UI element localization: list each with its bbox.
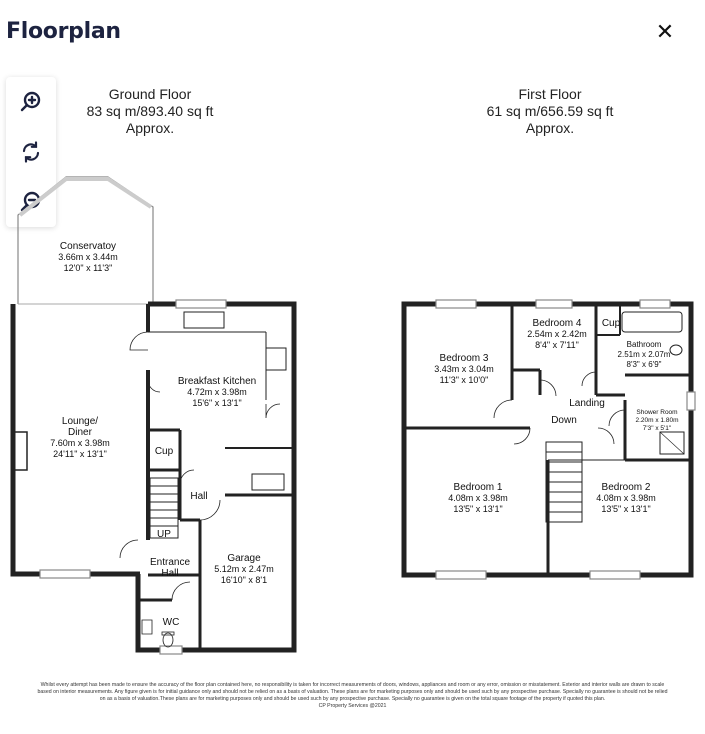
room-name: Bedroom 2 [601,482,651,493]
room-metric: 2.54m x 2.42m [527,329,587,339]
ground-floor-area: 83 sq m/893.40 sq ft [86,103,214,119]
room-imperial: 7'3" x 5'1" [642,425,672,432]
room-imperial: 11'3" x 10'0" [439,375,489,385]
room-lounge-diner: Lounge/ Diner 7.60m x 3.98m 24'11" x 13'… [45,416,115,460]
room-name: Landing [569,398,605,409]
room-name: WC [162,617,180,628]
room-name: UP [157,529,171,540]
room-name: Conservatoy [59,241,117,252]
ground-floor-approx: Approx. [125,120,175,136]
room-name: Bedroom 1 [453,482,503,493]
room-bedroom-4: Bedroom 4 2.54m x 2.42m 8'4" x 7'11" [522,318,592,351]
room-entrance-hall: Entrance Hall [146,557,194,579]
room-bathroom: Bathroom 2.51m x 2.07m 8'3" x 6'9" [614,340,674,370]
room-garage: Garage 5.12m x 2.47m 16'10" x 8'1 [206,553,282,586]
room-imperial: 15'6" x 13'1" [192,398,242,408]
room-shower-room: Shower Room 2.20m x 1.80m 7'3" x 5'1" [628,409,686,433]
room-imperial: 13'5" x 13'1" [453,504,503,514]
room-cup: Cup [152,446,176,457]
room-imperial: 8'4" x 7'11" [535,340,579,350]
disclaimer-text: Whilst every attempt has been made to en… [4,682,701,710]
disclaimer-line: based on interior measurements. Any figu… [37,689,668,695]
first-floor-name: First Floor [518,86,582,102]
room-bedroom-3: Bedroom 3 3.43m x 3.04m 11'3" x 10'0" [426,353,502,386]
room-name: Bedroom 3 [439,353,489,364]
room-name: Down [551,415,577,426]
room-metric: 7.60m x 3.98m [50,438,110,448]
room-imperial: 16'10" x 8'1 [220,575,268,585]
room-name: Hall [190,491,208,502]
room-name: Breakfast Kitchen [177,376,257,387]
room-wc: WC [158,617,184,628]
rotate-icon[interactable] [6,127,56,177]
first-floor-heading: First Floor 61 sq m/656.59 sq ft Approx. [470,86,630,137]
copyright: CP Property Services @2021 [318,703,387,709]
room-metric: 4.08m x 3.98m [448,493,508,503]
modal-title: Floorplan [6,19,121,44]
room-breakfast-kitchen: Breakfast Kitchen 4.72m x 3.98m 15'6" x … [172,376,262,409]
room-first-cup: Cup [598,318,624,329]
room-name: Lounge/ [61,416,99,427]
first-floor-area: 61 sq m/656.59 sq ft [486,103,614,119]
room-imperial: 24'11" x 13'1" [53,449,107,459]
room-imperial: 12'0" x 11'3" [63,263,113,273]
room-metric: 3.66m x 3.44m [58,252,118,262]
room-name: Bathroom [626,340,662,349]
room-name-2: Hall [161,568,179,579]
room-conservatory: Conservatoy 3.66m x 3.44m 12'0" x 11'3" [58,241,118,274]
room-metric: 5.12m x 2.47m [214,564,274,574]
room-name: Shower Room [636,409,678,416]
room-name: Garage [227,553,261,564]
first-floor-approx: Approx. [525,120,575,136]
zoom-toolbar [6,77,56,227]
room-imperial: 13'5" x 13'1" [601,504,651,514]
room-name: Entrance [149,557,191,568]
ground-floor-name: Ground Floor [108,86,192,102]
disclaimer-line: on as a basis of valuation.These plans a… [99,696,606,702]
room-metric: 4.08m x 3.98m [596,493,656,503]
room-hall: Hall [186,491,212,502]
room-bedroom-2: Bedroom 2 4.08m x 3.98m 13'5" x 13'1" [586,482,666,515]
ground-floor-heading: Ground Floor 83 sq m/893.40 sq ft Approx… [70,86,230,137]
room-landing: Landing [560,398,614,409]
room-metric: 4.72m x 3.98m [187,387,247,397]
close-icon[interactable]: ✕ [655,20,675,45]
stairs-up-label: UP [152,529,176,540]
room-name-2: Diner [68,427,92,438]
room-metric: 2.51m x 2.07m [617,350,671,359]
room-metric: 3.43m x 3.04m [434,364,494,374]
ground-floor-plan [10,176,297,655]
zoom-in-icon[interactable] [6,77,56,127]
room-bedroom-1: Bedroom 1 4.08m x 3.98m 13'5" x 13'1" [440,482,516,515]
room-name: Bedroom 4 [532,318,582,329]
disclaimer-line: Whilst every attempt has been made to en… [40,682,665,688]
first-floor-plan [401,299,696,580]
stairs-down-label: Down [545,415,583,426]
room-name: Cup [601,318,621,329]
room-metric: 2.20m x 1.80m [635,417,679,424]
room-name: Cup [154,446,174,457]
room-imperial: 8'3" x 6'9" [626,360,662,369]
